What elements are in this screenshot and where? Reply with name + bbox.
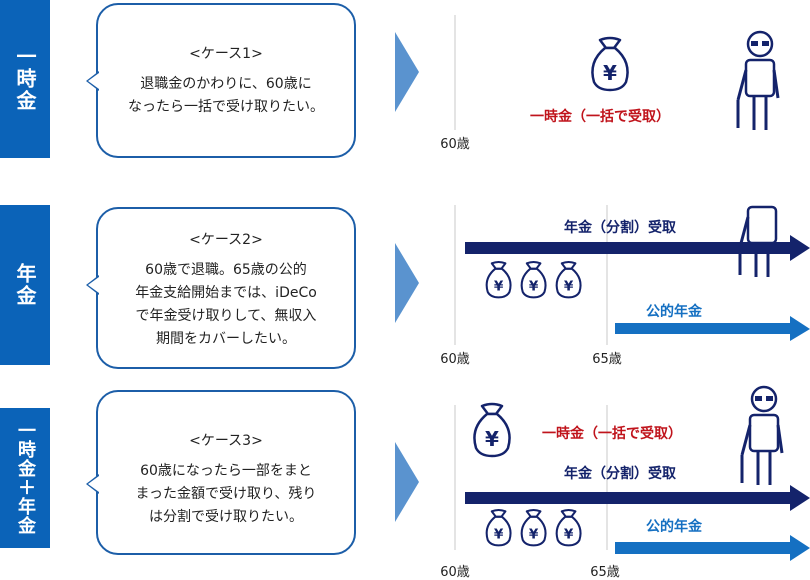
svg-text:¥: ¥ [494, 279, 504, 295]
elderly-person-icon [738, 205, 778, 277]
money-bag-icon: ¥ [485, 260, 512, 299]
case-bubble-3: <ケース3> 60歳になったら一部をまと まった金額で受け取り、残り は分割で受… [86, 390, 356, 555]
case-description: 退職金のかわりに、60歳に なったら一括で受け取りたい。 [98, 73, 354, 119]
case-line: 60歳になったら一部をまと [140, 463, 312, 479]
public-pension-arrow [615, 535, 810, 561]
age-60-label: 60歳 [440, 352, 470, 367]
svg-text:¥: ¥ [494, 527, 504, 543]
case-line: 60歳で退職。65歳の公的 [145, 262, 307, 278]
public-pension-label: 公的年金 [646, 518, 703, 535]
case-bubble-2: <ケース2> 60歳で退職。65歳の公的 年金支給開始までは、iDeCo で年金… [86, 207, 356, 369]
public-pension-arrow [615, 316, 810, 341]
case-description: 60歳になったら一部をまと まった金額で受け取り、残り は分割で受け取りたい。 [98, 460, 354, 529]
case-description: 60歳で退職。65歳の公的 年金支給開始までは、iDeCo で年金受け取りして、… [98, 259, 354, 351]
side-label-lump-sum: 一時金 [0, 0, 50, 158]
side-label-text: 一時金 [13, 46, 37, 112]
age-60-label: 60歳 [440, 137, 470, 152]
svg-text:¥: ¥ [529, 279, 539, 295]
case-line: は分割で受け取りたい。 [149, 509, 303, 525]
case-line: 年金支給開始までは、iDeCo [135, 285, 317, 301]
elderly-person-icon [736, 30, 780, 130]
money-bag-icon: ¥ [520, 508, 547, 547]
case-line: まった金額で受け取り、残り [135, 486, 317, 502]
public-pension-label: 公的年金 [646, 303, 703, 320]
elderly-person-icon [740, 385, 784, 485]
row-lump-and-annuity: 一時金＋年金 <ケース3> 60歳になったら一部をまと まった金額で受け取り、残… [0, 380, 810, 580]
yen-symbol: ¥ [603, 61, 617, 85]
side-label-text: 年金 [13, 263, 37, 307]
chevron-right-icon [395, 32, 419, 112]
case-line: で年金受け取りして、無収入 [135, 308, 317, 324]
case-title: <ケース3> [189, 433, 263, 449]
bubble-tail [86, 71, 99, 91]
age-60-label: 60歳 [440, 565, 470, 580]
side-label-annuity: 年金 [0, 205, 50, 365]
money-bag-icon: ¥ [555, 260, 582, 299]
side-label-text: 一時金＋年金 [15, 421, 36, 535]
timeline-lump-sum: ¥ 一時金（一括で受取） 60歳 [440, 15, 780, 152]
age-65-label: 65歳 [592, 352, 622, 367]
bubble-tail [86, 474, 99, 494]
annuity-label: 年金（分割）受取 [564, 465, 677, 482]
bubble-tail [86, 275, 99, 295]
row-annuity: 年金 <ケース2> 60歳で退職。65歳の公的 年金支給開始までは、iDeCo … [0, 205, 810, 375]
svg-text:¥: ¥ [529, 527, 539, 543]
chevron-right-icon [395, 442, 419, 522]
svg-text:¥: ¥ [564, 527, 574, 543]
timeline-annuity: 年金（分割）受取 ¥ ¥ ¥ 公的年金 60歳 65歳 [440, 205, 810, 367]
money-bag-icon: ¥ [555, 508, 582, 547]
age-65-label: 65歳 [590, 565, 620, 580]
case-line: 期間をカバーしたい。 [156, 331, 296, 347]
lump-sum-label: 一時金（一括で受取） [542, 425, 682, 442]
svg-text:¥: ¥ [564, 279, 574, 295]
svg-text:¥: ¥ [485, 427, 499, 451]
case-line: なったら一括で受け取りたい。 [128, 99, 324, 115]
money-bag-icon: ¥ [520, 260, 547, 299]
timeline-lump-and-annuity: ¥ 一時金（一括で受取） 年金（分割）受取 ¥ ¥ ¥ [440, 385, 810, 580]
money-bag-icon: ¥ [591, 36, 629, 92]
row-lump-sum: 一時金 <ケース1> 退職金のかわりに、60歳に なったら一括で受け取りたい。 … [0, 0, 810, 160]
annuity-arrow [465, 235, 810, 261]
case-line: 退職金のかわりに、60歳に [140, 76, 312, 92]
chevron-right-icon [395, 243, 419, 323]
side-label-lump-and-annuity: 一時金＋年金 [0, 408, 50, 548]
money-bag-icon: ¥ [473, 402, 511, 458]
money-bag-icon: ¥ [485, 508, 512, 547]
lump-sum-label: 一時金（一括で受取） [530, 108, 670, 125]
case-title: <ケース1> [189, 46, 263, 62]
annuity-arrow [465, 485, 810, 511]
case-title: <ケース2> [189, 232, 263, 248]
case-bubble-1: <ケース1> 退職金のかわりに、60歳に なったら一括で受け取りたい。 [86, 3, 356, 158]
annuity-label: 年金（分割）受取 [564, 219, 677, 236]
